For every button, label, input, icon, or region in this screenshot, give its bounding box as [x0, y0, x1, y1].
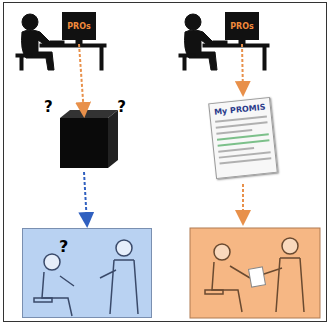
black-box: ??: [60, 118, 108, 168]
question-mark: ?: [117, 98, 126, 116]
dotted-arrow: [79, 44, 84, 114]
report-document: My PROMIS: [208, 97, 278, 179]
computer-monitor: PROs: [225, 12, 259, 40]
screen-label: PROs: [230, 22, 254, 31]
question-mark: ?: [59, 237, 68, 256]
computer-monitor: PROs: [62, 12, 96, 40]
clinic-panel: ?: [22, 228, 152, 318]
dotted-arrow: [84, 172, 87, 224]
text-line: [216, 121, 268, 128]
text-line: [218, 139, 270, 146]
document-title: My PROMIS: [214, 102, 267, 116]
question-mark: ?: [44, 98, 53, 116]
text-line: [218, 147, 254, 153]
screen-label: PROs: [67, 22, 91, 31]
dotted-arrow: [242, 44, 243, 93]
text-line: [219, 157, 271, 164]
text-line: [216, 129, 252, 135]
